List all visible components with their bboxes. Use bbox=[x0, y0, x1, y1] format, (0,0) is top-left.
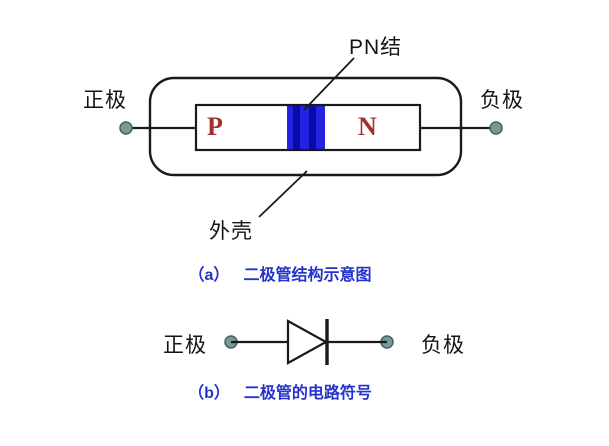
shell-pointer-line bbox=[258, 170, 308, 218]
caption-a-index: （a） bbox=[188, 267, 230, 284]
caption-a-text: 二极管结构示意图 bbox=[243, 267, 372, 284]
caption-b-text: 二极管的电路符号 bbox=[243, 385, 372, 402]
caption-b-index: （b） bbox=[188, 385, 230, 402]
caption-b: （b） 二极管的电路符号 bbox=[0, 379, 560, 403]
anode-label-b: 正极 bbox=[163, 334, 207, 357]
pn-junction-pointer-line bbox=[303, 57, 355, 111]
diode-triangle-symbol bbox=[286, 319, 329, 365]
anode-label-a: 正极 bbox=[83, 89, 127, 112]
cathode-label-a: 负极 bbox=[480, 89, 524, 112]
p-region-label: P bbox=[207, 112, 223, 141]
pn-junction-label: PN结 bbox=[349, 36, 403, 59]
pn-junction-region bbox=[287, 106, 325, 149]
cathode-label-b: 负极 bbox=[421, 334, 465, 357]
pn-junction-stripe-right bbox=[309, 106, 316, 149]
anode-terminal-dot bbox=[119, 121, 133, 135]
caption-a: （a） 二极管结构示意图 bbox=[0, 261, 560, 285]
n-region-label: N bbox=[358, 112, 377, 141]
pn-junction-stripe-left bbox=[293, 106, 300, 149]
shell-label: 外壳 bbox=[209, 220, 253, 243]
cathode-terminal-dot bbox=[489, 121, 503, 135]
